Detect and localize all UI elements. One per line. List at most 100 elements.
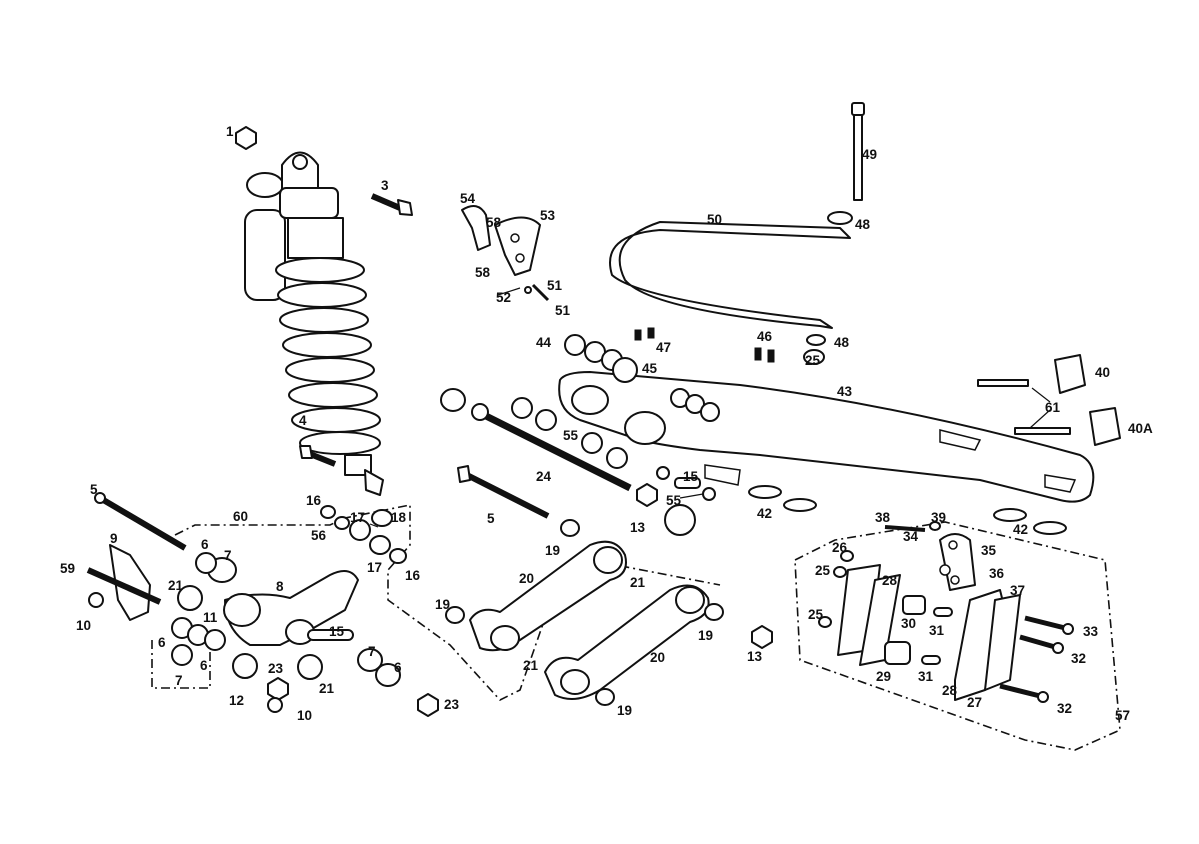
callout-50: 50 [707,212,722,227]
callout-21-d: 21 [523,658,539,673]
callout-17-a: 17 [350,510,365,525]
callout-16-b: 16 [405,568,421,583]
bolt-49 [827,102,865,225]
bracket-53 [494,216,541,276]
swingarm-pivot-right [624,411,666,445]
washer-48-top [827,211,853,225]
nut-10-bottom [267,697,283,713]
callout-31-a: 31 [929,623,945,638]
callout-51-a: 51 [547,278,563,293]
callout-55-a: 55 [563,428,579,443]
pad-42-b [783,498,817,512]
callout-9: 9 [110,531,118,546]
callout-6-a: 6 [201,537,209,552]
callout-55-b: 55 [666,493,682,508]
callout-46: 46 [757,329,773,344]
seal-16-a [320,505,336,519]
nut-25-a [833,566,847,578]
screws-47 [634,327,655,341]
callout-32-a: 32 [1071,651,1086,666]
callout-27: 27 [967,695,982,710]
callout-40: 40 [1095,365,1110,380]
washer-21-c [297,654,323,680]
bolt-33 [1024,615,1074,635]
swingarm-lower-boss [704,464,741,486]
bearing-7-left [171,644,193,666]
rocker-arm-8 [224,570,359,646]
callout-25-c: 25 [808,607,824,622]
callout-25-a: 25 [805,353,821,368]
bearing-17 [349,519,371,541]
callout-10-a: 10 [76,618,91,633]
callout-29: 29 [876,669,891,684]
callout-6-d: 6 [394,660,402,675]
nut-23-left [267,677,289,701]
swingarm-pivot-left [571,385,609,415]
shock-bottom-tab [364,469,384,496]
callout-38: 38 [875,510,891,525]
bolt-59 [86,567,162,605]
pin-31-a [933,607,953,617]
shock-body-top [279,187,339,219]
callout-18: 18 [391,510,407,525]
callout-24: 24 [536,469,552,484]
nut-26 [840,550,854,562]
callout-6-c: 6 [200,658,208,673]
shock-top-eye [292,154,308,170]
nut-25-top [803,349,825,365]
seal-16-b [334,516,350,530]
washer-48-lower [806,334,826,346]
callout-19-d: 19 [617,703,632,718]
coil-spring [275,257,381,455]
callout-17-b: 17 [367,560,382,575]
nut-1 [235,126,257,150]
callout-33: 33 [1083,624,1099,639]
washer-36 [939,564,951,576]
callout-10-b: 10 [297,708,312,723]
shock-absorber [244,151,384,496]
bolt-3 [370,193,413,216]
callout-45: 45 [642,361,658,376]
bush-19-top [560,519,580,537]
callout-19-c: 19 [698,628,713,643]
callout-28-a: 28 [882,573,898,588]
spring-preload-collar [287,217,344,259]
swingarm [558,371,1095,503]
bush-18 [371,509,393,527]
pin-61-bottom [1014,427,1071,435]
callout-60: 60 [233,509,248,524]
washer-55-d [606,447,628,469]
chain-guard-bracket [461,205,550,302]
cap-55 [664,504,696,536]
callout-40a: 40A [1128,421,1153,436]
leader-lines [369,287,1051,528]
callout-19-b: 19 [435,597,450,612]
callout-13-b: 13 [747,649,763,664]
callout-39: 39 [931,510,946,525]
callout-31-b: 31 [918,669,934,684]
bearing-17-b [369,535,391,555]
nut-13-axle [636,483,658,507]
seal-6-a [195,552,217,574]
group-60-boundary [174,504,721,701]
callout-12: 12 [229,693,244,708]
bearing-6-right [375,663,401,687]
callout-25-b: 25 [815,563,831,578]
washer-top-left [440,388,466,412]
callout-35: 35 [981,543,997,558]
callout-26: 26 [832,540,848,555]
bearing-7-right [357,648,383,672]
bush-19-right [704,603,724,621]
callout-34: 34 [903,529,919,544]
pin-31-b [921,655,941,665]
bearings-44 [564,334,638,383]
callout-43: 43 [837,384,853,399]
nut-23-mid [417,693,439,717]
oring-left [656,466,670,480]
washer-21-b [232,653,258,679]
callout-16-a: 16 [306,493,322,508]
callout-1: 1 [226,124,234,139]
link-20-lower [544,584,710,700]
pad-42-c [993,508,1027,522]
